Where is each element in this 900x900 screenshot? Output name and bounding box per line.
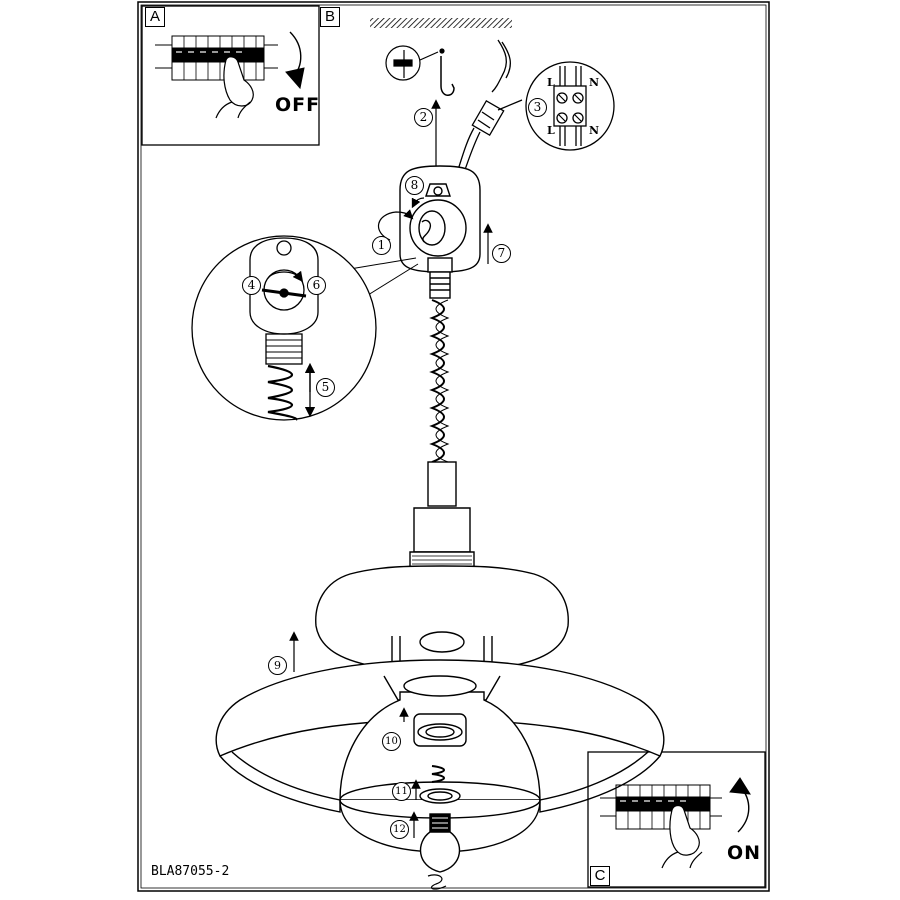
terminal-n-top: N [589, 76, 600, 89]
detail-circle [191, 235, 377, 421]
glass-shade [339, 675, 541, 853]
outer-frame [137, 1, 770, 892]
step-6: 6 [307, 276, 326, 295]
step1-arrow [378, 209, 414, 241]
step-1: 1 [372, 236, 391, 255]
terminal-n-bottom: N [589, 124, 600, 137]
step-5: 5 [316, 378, 335, 397]
step-7: 7 [492, 244, 511, 263]
inner-frame [140, 4, 767, 889]
breaker-block-c [600, 777, 751, 869]
step-12: 12 [390, 820, 409, 839]
ceiling-hook [440, 56, 455, 96]
ceiling-hatch [370, 18, 512, 28]
coiled-cord [429, 299, 450, 463]
step-9: 9 [268, 656, 287, 675]
panel-b-label: B [320, 7, 340, 27]
ceiling-wires [451, 39, 523, 187]
terminal-callout [525, 61, 615, 151]
step-10: 10 [382, 732, 401, 751]
step8-arrow [411, 197, 425, 209]
panel-a-label: A [145, 7, 165, 27]
breaker-block-a [155, 31, 305, 119]
panel-c-label: C [590, 866, 610, 886]
step-4: 4 [242, 276, 261, 295]
step-11: 11 [392, 782, 411, 801]
model-code: BLA87055-2 [151, 864, 230, 879]
terminal-l-top: L [547, 76, 555, 89]
upper-shade [315, 565, 569, 676]
detail-leader-1 [343, 257, 417, 271]
light-bulb [419, 813, 461, 890]
screw-plug-callout [385, 45, 445, 81]
on-label: ON [727, 842, 762, 864]
terminal-l-bottom: L [547, 124, 555, 137]
off-label: OFF [275, 94, 321, 116]
step-8: 8 [405, 176, 424, 195]
lamp-holder-top [409, 461, 475, 569]
ceiling-mount [399, 165, 481, 299]
step-3: 3 [528, 98, 547, 117]
step-2: 2 [414, 108, 433, 127]
